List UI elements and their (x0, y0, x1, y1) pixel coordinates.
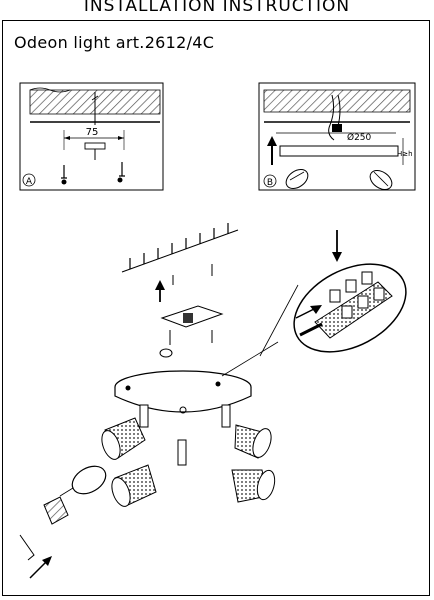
exploded-view (19, 223, 276, 579)
instruction-title: INSTALLATION INSTRUCTION (83, 0, 351, 16)
spot-head-right (234, 424, 272, 459)
step-a-letter: A (26, 177, 33, 187)
detail-inset (221, 230, 407, 377)
spot-head-bottom-right (231, 469, 276, 503)
step-a-panel: 75 A (19, 82, 164, 191)
product-title: Odeon light art.2612/4C (14, 33, 215, 52)
spot-head-left (101, 417, 146, 460)
step-b-diameter: Ø250 (347, 132, 372, 143)
step-b-panel: Ø250 H≥h B (258, 82, 416, 191)
step-a-dimension: 75 (86, 127, 99, 138)
step-b-letter: B (267, 178, 273, 188)
sheet-frame (2, 20, 430, 596)
step-b-height: H≥h (397, 150, 413, 158)
spot-head-bottom-left (111, 464, 157, 507)
